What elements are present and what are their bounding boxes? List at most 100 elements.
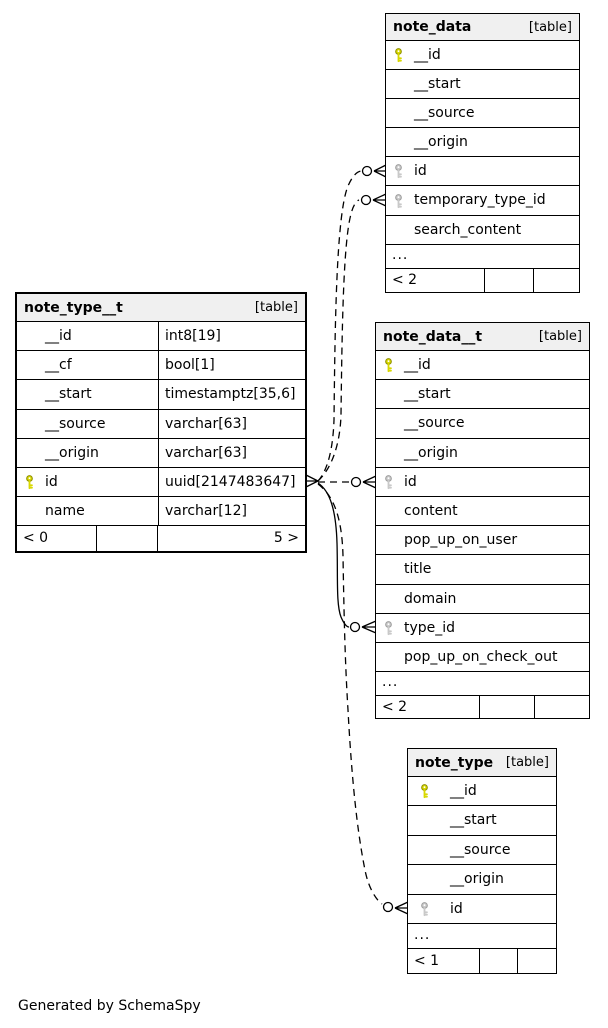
table-type-badge: [table]: [538, 329, 582, 344]
table-header[interactable]: note_data__t [table]: [376, 323, 589, 351]
table-name: note_data: [393, 19, 472, 35]
truncated-columns-indicator: ...: [376, 672, 589, 697]
column-type: int8[19]: [158, 322, 305, 351]
column-row-pop_up_on_user: pop_up_on_user: [376, 526, 589, 556]
column-row-__id: __id: [386, 41, 579, 71]
foreign-key-icon: [383, 474, 394, 489]
column-name: domain: [404, 590, 457, 607]
column-type: uuid[2147483647]: [158, 467, 305, 497]
column-row-id: id: [408, 894, 556, 924]
truncated-columns-indicator: ...: [408, 924, 556, 949]
column-name: pop_up_on_check_out: [404, 648, 558, 665]
table-node-note_data__t[interactable]: note_data__t [table] __id __start __source __…: [375, 322, 590, 720]
column-row-__id: __id int8[19]: [17, 322, 305, 352]
column-name: title: [404, 561, 432, 578]
relationship-edge: [317, 483, 409, 915]
foreign-key-icon: [419, 901, 430, 916]
edge-line-dashed: [317, 199, 360, 482]
column-name-cell: id: [17, 468, 158, 496]
column-row-__start: __start: [408, 806, 556, 836]
foreign-key-icon: [383, 620, 394, 635]
column-row-type_id: type_id: [376, 613, 589, 643]
table-footer: < 2: [376, 696, 589, 719]
column-name: __start: [404, 386, 451, 403]
column-row-__origin: __origin: [408, 865, 556, 895]
column-row-domain: domain: [376, 584, 589, 614]
column-name: id: [450, 900, 463, 917]
edge-line-dashed: [317, 483, 383, 905]
column-name: __id: [450, 783, 477, 799]
zero-or-more-circle-icon: [360, 194, 372, 206]
column-row-title: title: [376, 555, 589, 585]
crow-foot-icon: [373, 164, 387, 178]
column-name: __origin: [450, 871, 504, 888]
outgoing-relationships-count: [518, 949, 556, 973]
column-name: __start: [414, 76, 461, 93]
table-type-badge: [table]: [505, 755, 549, 770]
column-type: varchar[63]: [158, 438, 305, 467]
table-footer: < 0 5 >: [17, 526, 305, 552]
table-name: note_type: [415, 754, 494, 771]
edge-line-dashed: [317, 170, 362, 482]
table-header[interactable]: note_type__t [table]: [17, 294, 305, 322]
column-name: __source: [414, 105, 475, 122]
column-type: timestamptz[35,6]: [158, 380, 305, 409]
column-name: __origin: [404, 444, 458, 461]
table-node-note_type[interactable]: note_type [table] __id __start __source __ori…: [407, 748, 557, 974]
footer-spacer-cell: [480, 948, 518, 973]
footer-spacer-cell: [480, 696, 535, 719]
column-name: content: [404, 502, 458, 519]
column-row-pop_up_on_check_out: pop_up_on_check_out: [376, 642, 589, 673]
outgoing-relationships-count: [535, 696, 589, 718]
column-name: temporary_type_id: [414, 192, 546, 209]
column-row-__source: __source: [386, 99, 579, 129]
column-name-cell: __start: [17, 380, 158, 408]
crow-foot-icon: [361, 620, 377, 634]
incoming-relationships-count: < 0: [17, 526, 97, 552]
incoming-relationships-count: < 2: [376, 696, 480, 719]
outgoing-relationships-count: 5 >: [273, 530, 299, 547]
column-name: __id: [414, 47, 441, 63]
column-name: id: [414, 163, 427, 180]
generated-by-note: Generated by SchemaSpy: [18, 998, 201, 1014]
table-node-note_data[interactable]: note_data [table] __id __start __source __ori…: [385, 13, 580, 294]
zero-or-more-circle-icon: [382, 901, 394, 913]
crow-foot-source-icon: [305, 474, 319, 488]
column-row-content: content: [376, 496, 589, 527]
column-type: varchar[63]: [158, 409, 305, 438]
column-name: __id: [45, 328, 72, 344]
column-name: __cf: [45, 357, 72, 374]
table-type-badge: [table]: [254, 300, 298, 315]
column-row-__start: __start: [386, 70, 579, 100]
foreign-key-icon: [393, 164, 404, 179]
primary-key-icon: [24, 475, 35, 490]
zero-or-more-circle-icon: [361, 165, 373, 177]
column-row-__source: __source: [408, 835, 556, 866]
column-name: pop_up_on_user: [404, 532, 518, 549]
column-name: name: [45, 503, 85, 520]
table-type-badge: [table]: [528, 19, 572, 35]
column-row-__id: __id: [376, 351, 589, 381]
column-name: __start: [450, 812, 497, 829]
column-row-id: id: [376, 467, 589, 497]
column-name: type_id: [404, 619, 456, 636]
crow-foot-icon: [362, 475, 377, 489]
table-name: note_data__t: [383, 328, 483, 345]
table-header[interactable]: note_type [table]: [408, 749, 556, 777]
column-name-cell: name: [17, 497, 158, 525]
column-name: __origin: [414, 134, 468, 151]
table-name: note_type__t: [24, 299, 123, 316]
column-row-__source: __source: [376, 409, 589, 439]
column-row-id: id: [386, 157, 579, 187]
relationship-edge: [317, 193, 387, 482]
footer-spacer-cell: [485, 269, 534, 293]
truncated-columns-indicator: ...: [386, 245, 579, 270]
table-header[interactable]: note_data [table]: [386, 14, 579, 41]
column-name-cell: __cf: [17, 351, 158, 379]
